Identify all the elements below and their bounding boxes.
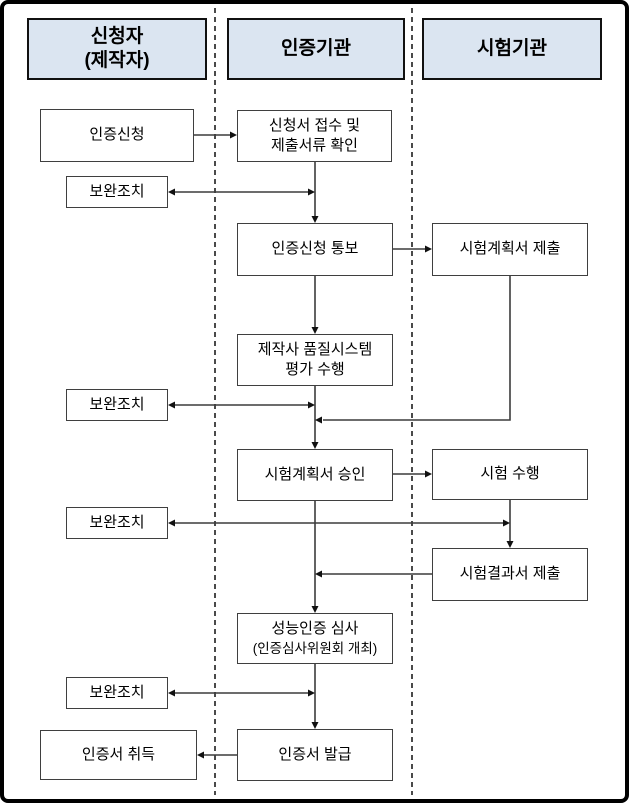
node-quality-system-evaluation: 제작사 품질시스템 평가 수행 xyxy=(237,334,393,386)
lane-header-applicant: 신청자 (제작자) xyxy=(27,18,207,80)
node-remedy-action-2-label: 보완조치 xyxy=(89,395,145,413)
node-certification-application: 인증신청 xyxy=(40,109,194,162)
arrowhead-review-issue xyxy=(311,722,319,729)
arrowhead-testrun-result xyxy=(506,541,514,548)
node-performance-certification-review: 성능인증 심사 (인증심사위원회 개최) xyxy=(237,613,393,664)
node-certificate-issuance: 인증서 발급 xyxy=(237,729,393,781)
lane-header-certification-body-label: 인증기관 xyxy=(281,38,351,60)
arrowhead-remedy2-right xyxy=(308,401,315,409)
arrowhead-remedy1-right xyxy=(308,188,315,196)
lane-header-testing-body-label: 시험기관 xyxy=(477,38,547,60)
lane-header-applicant-label: 신청자 (제작자) xyxy=(84,26,150,71)
node-test-execution-label: 시험 수행 xyxy=(480,465,540,483)
node-application-receipt-check: 신청서 접수 및 제출서류 확인 xyxy=(237,110,392,162)
arrowhead-remedy4-right xyxy=(308,689,315,697)
arrowhead-notify-plansubmit xyxy=(425,245,432,253)
node-test-plan-approval: 시험계획서 승인 xyxy=(237,449,393,501)
node-application-notification-label: 인증신청 통보 xyxy=(271,240,359,258)
arrowhead-plansubmit-feedback xyxy=(315,416,322,424)
node-remedy-action-3-label: 보완조치 xyxy=(89,513,145,531)
node-remedy-action-1: 보완조치 xyxy=(66,176,168,208)
node-certificate-obtained: 인증서 취득 xyxy=(40,730,197,780)
arrowhead-apply-receive xyxy=(230,131,237,139)
arrowhead-quality-approve xyxy=(311,442,319,449)
node-test-report-submission-label: 시험결과서 제출 xyxy=(459,565,561,583)
node-performance-certification-review-label: 성능인증 심사 xyxy=(271,620,359,638)
arrowhead-approve-review xyxy=(311,606,319,613)
connector-plansubmit-feedback xyxy=(323,276,511,421)
node-performance-certification-review-sublabel: (인증심사위원회 개최) xyxy=(252,640,378,656)
arrowhead-remedy4-left xyxy=(168,689,175,697)
node-application-notification: 인증신청 통보 xyxy=(237,223,393,276)
node-test-plan-submission: 시험계획서 제출 xyxy=(432,223,588,276)
node-certificate-obtained-label: 인증서 취득 xyxy=(81,745,156,763)
arrowhead-notify-quality xyxy=(311,327,319,334)
flow-connectors xyxy=(168,8,514,795)
node-quality-system-evaluation-label: 제작사 품질시스템 평가 수행 xyxy=(257,340,373,378)
lane-header-testing-body: 시험기관 xyxy=(422,18,602,80)
arrowhead-receive-notify xyxy=(311,216,319,223)
node-remedy-action-3: 보완조치 xyxy=(66,507,168,539)
arrowhead-remedy3-left xyxy=(168,519,175,527)
node-application-receipt-check-label: 신청서 접수 및 제출서류 확인 xyxy=(268,116,361,154)
node-remedy-action-4-label: 보완조치 xyxy=(89,683,145,701)
arrowhead-approve-testrun xyxy=(425,470,432,478)
node-remedy-action-1-label: 보완조치 xyxy=(89,182,145,200)
node-remedy-action-2: 보완조치 xyxy=(66,389,168,421)
arrowhead-issue-obtain xyxy=(197,751,204,759)
node-test-execution: 시험 수행 xyxy=(432,449,588,500)
node-test-plan-approval-label: 시험계획서 승인 xyxy=(264,465,366,483)
node-certificate-issuance-label: 인증서 발급 xyxy=(278,745,352,763)
node-remedy-action-4: 보완조치 xyxy=(66,677,168,709)
arrowhead-remedy1-left xyxy=(168,188,175,196)
arrowhead-remedy2-left xyxy=(168,401,175,409)
arrowhead-result-feedback xyxy=(315,570,322,578)
arrowhead-remedy3-right xyxy=(503,519,510,527)
node-test-report-submission: 시험결과서 제출 xyxy=(432,548,588,601)
node-test-plan-submission-label: 시험계획서 제출 xyxy=(459,240,561,258)
lane-header-certification-body: 인증기관 xyxy=(227,18,405,80)
node-certification-application-label: 인증신청 xyxy=(89,126,145,144)
